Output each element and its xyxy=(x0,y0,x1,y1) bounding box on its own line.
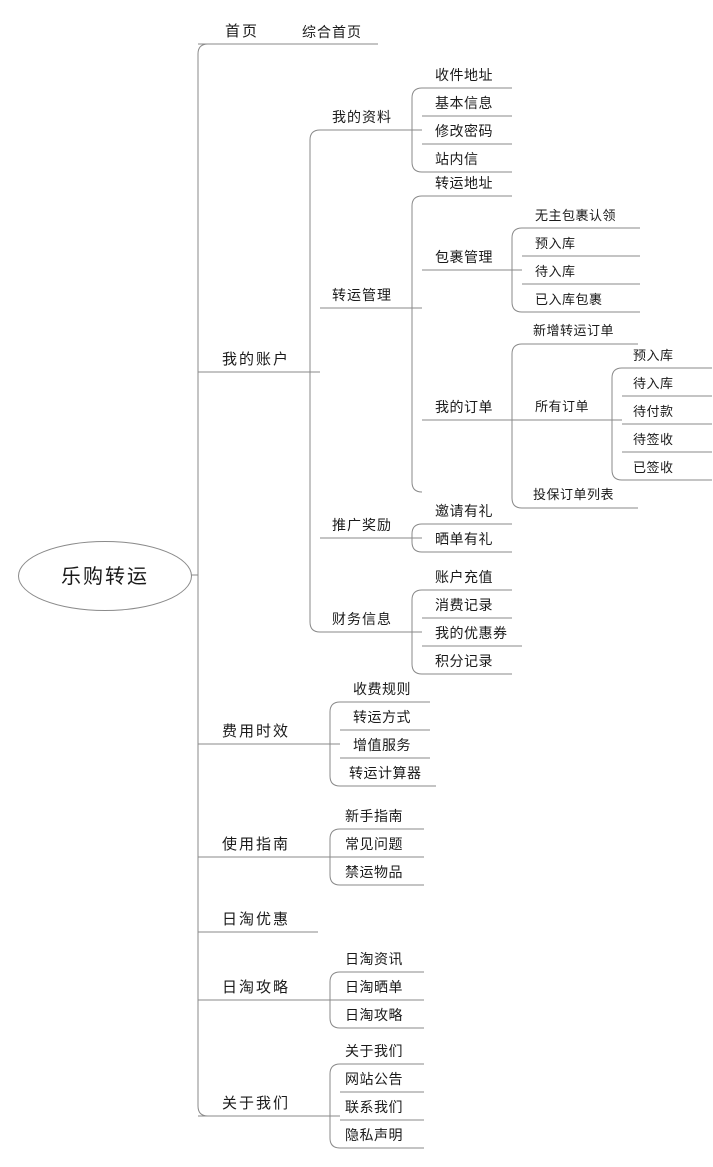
node-recipient-address[interactable]: 收件地址 xyxy=(435,68,493,84)
node-pending-warehouse[interactable]: 待入库 xyxy=(535,265,576,280)
node-japan-reviews[interactable]: 日淘晒单 xyxy=(345,980,403,996)
node-fee-rules[interactable]: 收费规则 xyxy=(353,682,411,698)
node-my-account[interactable]: 我的账户 xyxy=(222,350,291,368)
promo-leaf-bracket xyxy=(411,523,423,553)
node-value-added-service[interactable]: 增值服务 xyxy=(353,738,411,754)
orders-children-bracket xyxy=(511,343,523,509)
all-orders-leaf-bracket xyxy=(611,367,623,481)
about-leaf-bracket xyxy=(329,1063,341,1149)
node-japan-guide[interactable]: 日淘攻略 xyxy=(345,1008,403,1024)
main-trunk-bracket xyxy=(197,43,209,1117)
strategy-leaf-bracket xyxy=(329,971,341,1029)
node-shipping-methods[interactable]: 转运方式 xyxy=(353,710,411,726)
root-node-leguo-zhuanyun[interactable]: 乐购转运 xyxy=(18,541,192,611)
node-all-orders[interactable]: 所有订单 xyxy=(535,400,590,415)
node-composite-home[interactable]: 综合首页 xyxy=(302,25,362,41)
node-my-profile[interactable]: 我的资料 xyxy=(332,110,392,126)
fees-leaf-bracket xyxy=(329,701,341,787)
node-pre-warehouse[interactable]: 预入库 xyxy=(535,237,576,252)
node-site-notice[interactable]: 网站公告 xyxy=(345,1072,403,1088)
node-review-gift[interactable]: 晒单有礼 xyxy=(435,532,493,548)
node-spend-records[interactable]: 消费记录 xyxy=(435,598,493,614)
node-japan-deals[interactable]: 日淘优惠 xyxy=(222,910,291,928)
node-points-records[interactable]: 积分记录 xyxy=(435,654,493,670)
node-transfer-mgmt[interactable]: 转运管理 xyxy=(332,288,392,304)
node-my-orders[interactable]: 我的订单 xyxy=(435,400,493,416)
node-finance-info[interactable]: 财务信息 xyxy=(332,612,392,628)
node-contact-us[interactable]: 联系我们 xyxy=(345,1100,403,1116)
node-ord-pending-warehouse[interactable]: 待入库 xyxy=(633,377,674,392)
root-node-label: 乐购转运 xyxy=(61,564,149,588)
node-ord-received[interactable]: 已签收 xyxy=(633,461,674,476)
node-about-page[interactable]: 关于我们 xyxy=(345,1044,403,1060)
node-shipping-calculator[interactable]: 转运计算器 xyxy=(349,766,422,782)
node-insured-order-list[interactable]: 投保订单列表 xyxy=(533,488,615,503)
node-in-warehouse-parcel[interactable]: 已入库包裹 xyxy=(535,293,603,308)
node-invite-gift[interactable]: 邀请有礼 xyxy=(435,504,493,520)
node-ord-pending-payment[interactable]: 待付款 xyxy=(633,405,674,420)
node-transfer-address[interactable]: 转运地址 xyxy=(435,176,493,192)
node-new-transfer-order[interactable]: 新增转运订单 xyxy=(533,324,615,339)
node-home[interactable]: 首页 xyxy=(225,22,260,40)
node-promo-rewards[interactable]: 推广奖励 xyxy=(332,518,392,534)
transfer-children-bracket xyxy=(411,195,423,493)
finance-leaf-bracket xyxy=(411,589,423,675)
parcel-leaf-bracket xyxy=(511,227,523,313)
guide-leaf-bracket xyxy=(329,828,341,886)
node-basic-info[interactable]: 基本信息 xyxy=(435,96,493,112)
account-children-bracket xyxy=(309,129,321,633)
node-about-us[interactable]: 关于我们 xyxy=(222,1094,291,1112)
node-privacy-policy[interactable]: 隐私声明 xyxy=(345,1128,403,1144)
node-faq[interactable]: 常见问题 xyxy=(345,837,403,853)
node-account-topup[interactable]: 账户充值 xyxy=(435,570,493,586)
node-ord-pending-receipt[interactable]: 待签收 xyxy=(633,433,674,448)
node-parcel-mgmt[interactable]: 包裹管理 xyxy=(435,250,493,266)
profile-leaf-bracket xyxy=(411,87,423,173)
node-user-guide[interactable]: 使用指南 xyxy=(222,835,291,853)
node-fees-timing[interactable]: 费用时效 xyxy=(222,722,291,740)
node-beginner-guide[interactable]: 新手指南 xyxy=(345,809,403,825)
node-unclaimed-parcel[interactable]: 无主包裹认领 xyxy=(535,209,617,224)
node-my-coupons[interactable]: 我的优惠券 xyxy=(435,626,508,642)
node-japan-news[interactable]: 日淘资讯 xyxy=(345,952,403,968)
node-change-password[interactable]: 修改密码 xyxy=(435,124,493,140)
node-ord-pre-warehouse[interactable]: 预入库 xyxy=(633,349,674,364)
node-site-mail[interactable]: 站内信 xyxy=(435,152,479,168)
node-prohibited-items[interactable]: 禁运物品 xyxy=(345,865,403,881)
node-japan-strategy[interactable]: 日淘攻略 xyxy=(222,978,291,996)
